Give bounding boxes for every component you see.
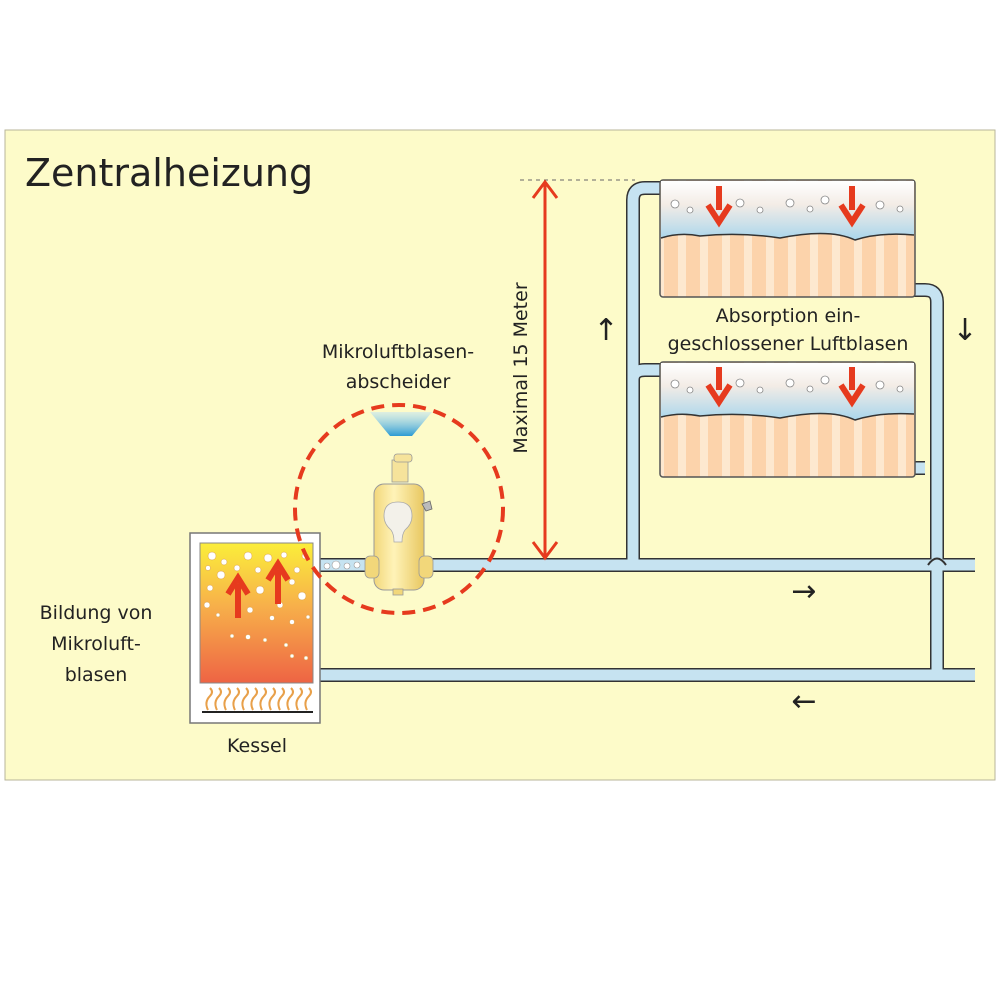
formation-label-line3: blasen bbox=[65, 664, 128, 686]
drain-valve-icon bbox=[421, 500, 433, 512]
formation-label-line1: Bildung von bbox=[40, 602, 153, 624]
absorption-arrow bbox=[705, 367, 733, 408]
flow-arrow-right-icon: → bbox=[791, 574, 816, 609]
absorption-arrow bbox=[838, 367, 866, 408]
air-vent-spray bbox=[370, 412, 432, 436]
absorption-label-line1: Absorption ein- bbox=[716, 305, 861, 327]
separator-label-line1: Mikroluftblasen- bbox=[322, 341, 474, 363]
rising-bubbles-arrow bbox=[225, 572, 251, 618]
boiler bbox=[189, 532, 361, 724]
radiator-upper bbox=[659, 179, 916, 298]
page-title: Zentralheizung bbox=[25, 151, 313, 195]
rising-bubbles-arrow bbox=[265, 558, 291, 604]
separator-highlight-circle bbox=[293, 403, 505, 615]
formation-label-line2: Mikroluft- bbox=[51, 633, 141, 655]
pipe-bubbles bbox=[323, 560, 361, 570]
flow-arrow-left-icon: ← bbox=[791, 684, 816, 719]
burner-flames-icon bbox=[202, 687, 313, 713]
separator-logo-icon bbox=[383, 501, 413, 543]
radiator-lower bbox=[659, 361, 916, 478]
microbubble-separator bbox=[364, 412, 434, 596]
boiler-label: Kessel bbox=[227, 735, 287, 757]
flow-arrow-up-icon: ↑ bbox=[593, 313, 618, 348]
height-limit-label: Maximal 15 Meter bbox=[510, 282, 532, 453]
separator-label-line2: abscheider bbox=[346, 371, 451, 393]
flow-arrow-down-icon: ↓ bbox=[952, 313, 977, 348]
absorption-label-line2: geschlossener Luftblasen bbox=[668, 333, 909, 355]
height-dimension-arrow bbox=[531, 179, 559, 561]
absorption-arrow bbox=[838, 186, 866, 228]
absorption-arrow bbox=[705, 186, 733, 228]
